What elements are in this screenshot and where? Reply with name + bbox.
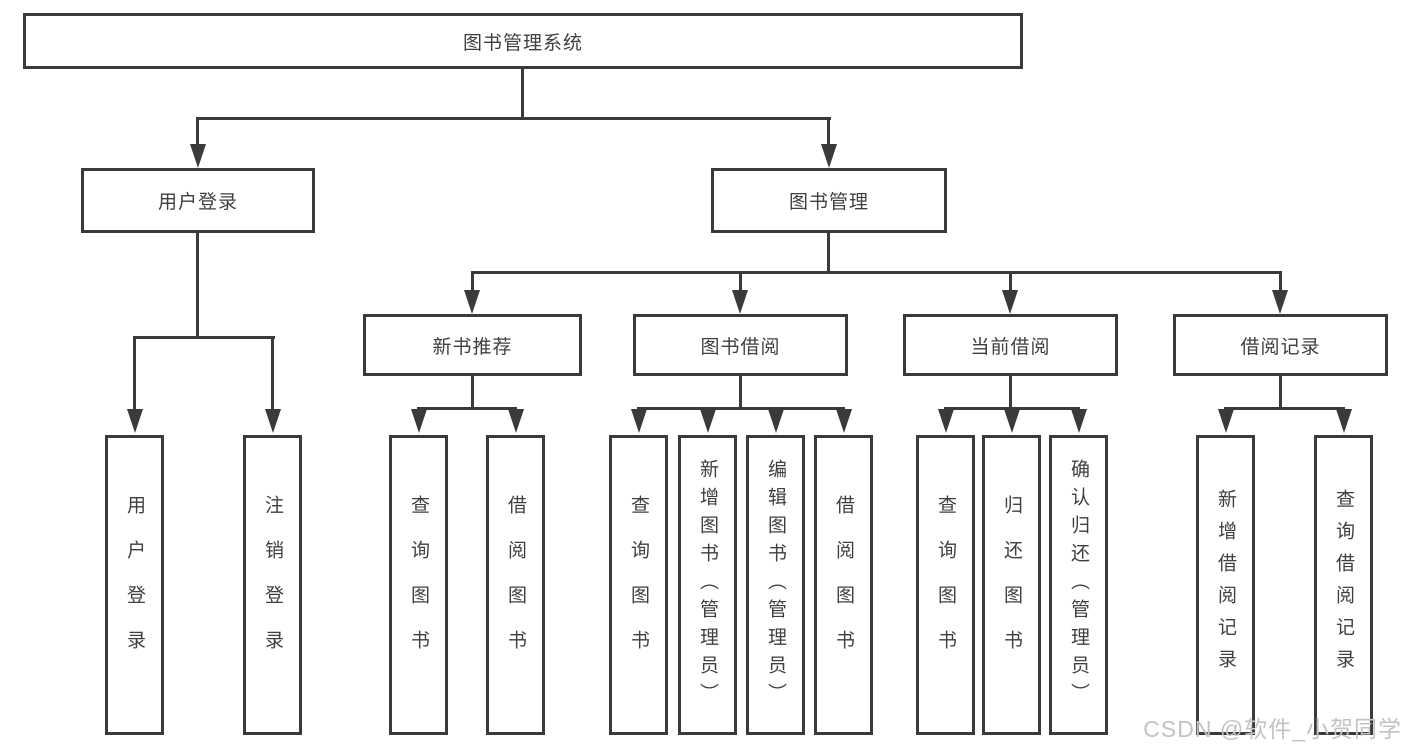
node-label: 用户登录 xyxy=(157,192,238,213)
arrowhead-down-icon xyxy=(1071,409,1087,433)
leaf-label: 归还图书 xyxy=(1001,495,1022,675)
connector-line xyxy=(1009,271,1012,291)
leaf-logout: 注销登录 xyxy=(243,435,302,735)
arrowhead-down-icon xyxy=(821,144,837,168)
arrowhead-down-icon xyxy=(127,409,143,433)
connector-line xyxy=(827,117,830,145)
leaf-add-borrow-record: 新增借阅记录 xyxy=(1196,435,1255,735)
leaf-label: 注销登录 xyxy=(262,495,283,675)
arrowhead-down-icon xyxy=(508,409,524,433)
leaf-label: 查询图书 xyxy=(628,495,649,675)
connector-line xyxy=(417,407,517,410)
leaf-label: 编辑图书（管理员） xyxy=(765,459,786,711)
node-user-login: 用户登录 xyxy=(81,168,315,233)
connector-line xyxy=(827,230,830,273)
connector-line xyxy=(196,230,199,338)
connector-line xyxy=(1279,271,1282,291)
connector-line xyxy=(197,117,831,120)
leaf-query-books: 查询图书 xyxy=(389,435,448,735)
leaf-label: 查询借阅记录 xyxy=(1333,489,1354,681)
node-label: 当前借阅 xyxy=(970,336,1051,358)
csdn-watermark: CSDN @软件_小贺同学 xyxy=(1143,716,1402,742)
arrowhead-down-icon xyxy=(1272,290,1288,314)
arrowhead-down-icon xyxy=(265,409,281,433)
leaf-edit-books-admin: 编辑图书（管理员） xyxy=(746,435,805,735)
node-label: 图书借阅 xyxy=(700,336,781,358)
arrowhead-down-icon xyxy=(411,409,427,433)
connector-line xyxy=(944,407,1080,410)
leaf-add-books-admin: 新增图书（管理员） xyxy=(678,435,737,735)
arrowhead-down-icon xyxy=(1002,290,1018,314)
connector-line xyxy=(196,117,199,145)
connector-line xyxy=(739,271,742,291)
node-label: 借阅记录 xyxy=(1240,336,1321,358)
connector-line xyxy=(637,407,845,410)
leaf-label: 确认归还（管理员） xyxy=(1068,459,1089,711)
node-label: 新书推荐 xyxy=(432,336,513,358)
arrowhead-down-icon xyxy=(732,290,748,314)
arrowhead-down-icon xyxy=(700,409,716,433)
leaf-confirm-return-admin: 确认归还（管理员） xyxy=(1049,435,1108,735)
leaf-return-books: 归还图书 xyxy=(982,435,1041,735)
connector-line xyxy=(471,271,474,291)
leaf-label: 查询图书 xyxy=(408,495,429,675)
leaf-label: 新增借阅记录 xyxy=(1215,489,1236,681)
arrowhead-down-icon xyxy=(1218,409,1234,433)
leaf-borrow-books: 借阅图书 xyxy=(814,435,873,735)
node-label: 图书管理系统 xyxy=(462,32,583,54)
arrowhead-down-icon xyxy=(836,409,852,433)
node-library-management-system: 图书管理系统 xyxy=(23,13,1023,69)
connector-line xyxy=(1279,373,1282,409)
connector-line xyxy=(471,271,1282,274)
node-label: 图书管理 xyxy=(788,192,869,213)
leaf-query-borrow-record: 查询借阅记录 xyxy=(1314,435,1373,735)
arrowhead-down-icon xyxy=(190,144,206,168)
leaf-label: 借阅图书 xyxy=(505,495,526,675)
connector-line xyxy=(133,336,275,339)
leaf-borrow-books: 借阅图书 xyxy=(486,435,545,735)
arrowhead-down-icon xyxy=(464,290,480,314)
arrowhead-down-icon xyxy=(1336,409,1352,433)
connector-line xyxy=(133,336,136,410)
node-borrowing-records: 借阅记录 xyxy=(1173,314,1388,376)
connector-line xyxy=(1224,407,1345,410)
leaf-query-books: 查询图书 xyxy=(609,435,668,735)
leaf-label: 新增图书（管理员） xyxy=(697,459,718,711)
connector-line xyxy=(271,336,274,410)
connector-line xyxy=(521,66,524,120)
arrowhead-down-icon xyxy=(631,409,647,433)
arrowhead-down-icon xyxy=(1004,409,1020,433)
node-book-management: 图书管理 xyxy=(711,168,947,233)
leaf-label: 查询图书 xyxy=(935,495,956,675)
leaf-user-login: 用户登录 xyxy=(105,435,164,735)
connector-line xyxy=(739,373,742,409)
node-current-borrowing: 当前借阅 xyxy=(903,314,1118,376)
node-book-borrowing: 图书借阅 xyxy=(633,314,848,376)
connector-line xyxy=(1009,373,1012,409)
node-new-book-recommend: 新书推荐 xyxy=(363,314,582,376)
leaf-label: 用户登录 xyxy=(124,495,145,675)
connector-line xyxy=(471,373,474,409)
arrowhead-down-icon xyxy=(938,409,954,433)
arrowhead-down-icon xyxy=(768,409,784,433)
leaf-label: 借阅图书 xyxy=(833,495,854,675)
leaf-query-books: 查询图书 xyxy=(916,435,975,735)
